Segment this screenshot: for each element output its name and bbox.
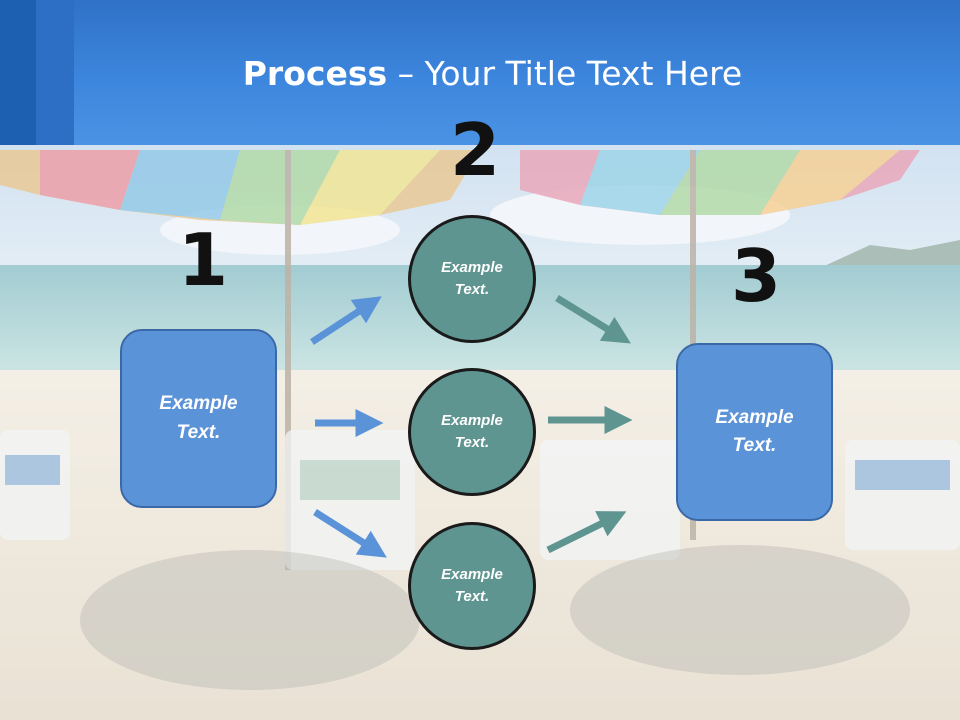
step-2-circle-bottom: Example Text. <box>408 522 536 650</box>
title-bar: Process – Your Title Text Here <box>0 0 960 145</box>
step-3-box-text: Example Text. <box>715 406 794 457</box>
circle-top-text: Example Text. <box>441 258 503 299</box>
slide-title: Process – Your Title Text Here <box>0 54 960 93</box>
title-bold: Process <box>242 54 388 93</box>
header-accent-dark <box>0 0 36 145</box>
arrow-left-to-top <box>310 296 382 345</box>
title-rest: – Your Title Text Here <box>387 54 743 93</box>
arrow-left-to-bottom <box>313 509 387 558</box>
circle-bottom-text: Example Text. <box>441 565 503 606</box>
step-number-1: 1 <box>178 218 229 302</box>
step-1-box: Example Text. <box>120 329 277 508</box>
circle-middle-text: Example Text. <box>441 411 503 452</box>
header-accent-mid <box>36 0 74 145</box>
arrow-top-to-right <box>555 295 631 344</box>
step-number-2: 2 <box>450 108 501 192</box>
step-1-box-text: Example Text. <box>159 393 238 443</box>
arrow-bottom-to-right <box>546 511 627 554</box>
step-3-box: Example Text. <box>676 343 833 521</box>
step-2-circle-middle: Example Text. <box>408 368 536 496</box>
step-2-circle-top: Example Text. <box>408 215 536 343</box>
step-number-3: 3 <box>731 234 782 318</box>
